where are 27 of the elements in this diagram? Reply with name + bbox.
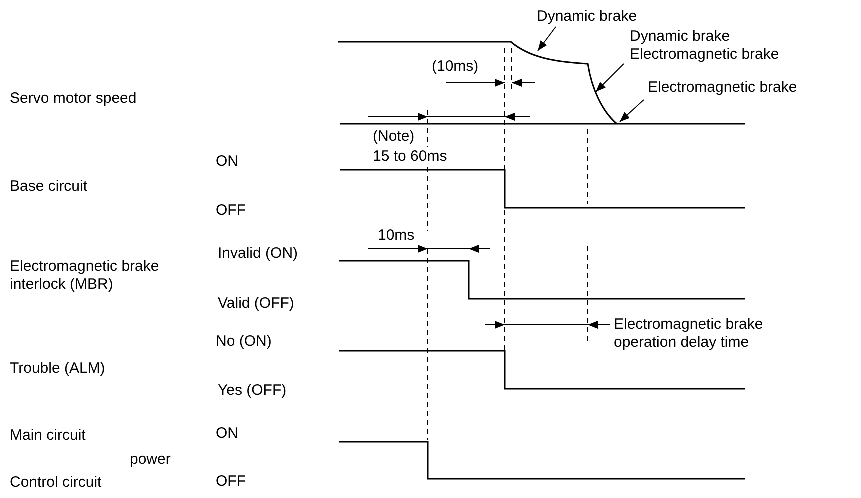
speed-curve [338,41,618,125]
signal-label: ON [216,153,238,171]
signal-label: Servo motor speed [10,90,137,108]
signal-label: Valid (OFF) [218,295,294,313]
callout-text: Electromagnetic brake [648,79,816,97]
signal-label: Yes (OFF) [218,382,287,400]
signal-label: 15 to 60ms [373,148,448,166]
signal-label: Electromagnetic brake operation delay time [614,316,764,352]
signal-label: OFF [216,202,246,220]
signal-label: OFF [216,473,246,491]
signal-label: Base circuit [10,178,88,196]
leader-line [538,26,556,52]
signal-label: (Note) [373,128,415,146]
leader-line [596,64,624,92]
signal-label: Trouble (ALM) [10,360,106,378]
signal-label: Control circuit [10,474,102,492]
leader-line [620,100,644,122]
signal-label: No (ON) [216,333,272,351]
signal-label: Invalid (ON) [218,245,298,263]
signal-label: power [130,451,171,469]
signal-label: (10ms) [432,58,479,76]
signal-label: ON [216,425,238,443]
callout-text: Dynamic brake [537,8,657,26]
signal-label: 10ms [378,227,415,245]
signal-label: Electromagnetic brake interlock (MBR) [10,258,160,294]
signal-label: Main circuit [10,427,86,445]
callout-text: Dynamic brake Electromagnetic brake [630,28,798,64]
